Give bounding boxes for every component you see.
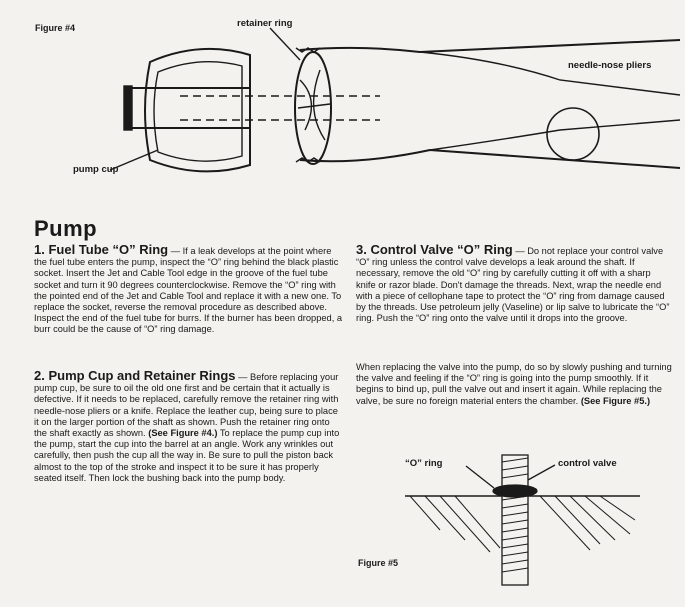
- section-3-paragraph-2: When replacing the valve into the pump, …: [356, 362, 672, 407]
- pump-cup-callout: pump cup: [73, 164, 119, 175]
- o-ring-callout: “O” ring: [405, 458, 443, 469]
- section-3-para2: When replacing the valve into the pump, …: [356, 362, 672, 406]
- section-fuel-tube-o-ring: 1. Fuel Tube “O” Ring — If a leak develo…: [34, 242, 344, 336]
- section-1-title: 1. Fuel Tube “O” Ring: [34, 242, 169, 257]
- control-valve-callout: control valve: [558, 458, 617, 469]
- needle-nose-pliers-callout: needle-nose pliers: [568, 60, 652, 71]
- see-figure-4: (See Figure #4.): [148, 428, 218, 439]
- retainer-ring-callout: retainer ring: [237, 18, 293, 29]
- section-1-body: — If a leak develops at the point where …: [34, 246, 343, 335]
- section-pump-cup: 2. Pump Cup and Retainer Rings — Before …: [34, 368, 344, 484]
- section-2-body-b: To replace the pump cup into the pump, s…: [34, 428, 340, 483]
- section-control-valve-o-ring: 3. Control Valve “O” Ring — Do not repla…: [356, 242, 672, 324]
- page-title: Pump: [34, 216, 98, 241]
- section-2-body-a: — Before replacing your pump cup, be sur…: [34, 372, 339, 439]
- figure-4-illustration: [109, 27, 681, 173]
- figure-4-label: Figure #4: [35, 23, 76, 33]
- figure-5-label: Figure #5: [358, 558, 399, 568]
- section-3-title: 3. Control Valve “O” Ring: [356, 242, 513, 257]
- section-3-body: — Do not replace your control valve “O” …: [356, 246, 670, 324]
- see-figure-5: (See Figure #5.): [580, 395, 651, 406]
- section-2-title: 2. Pump Cup and Retainer Rings: [34, 368, 236, 383]
